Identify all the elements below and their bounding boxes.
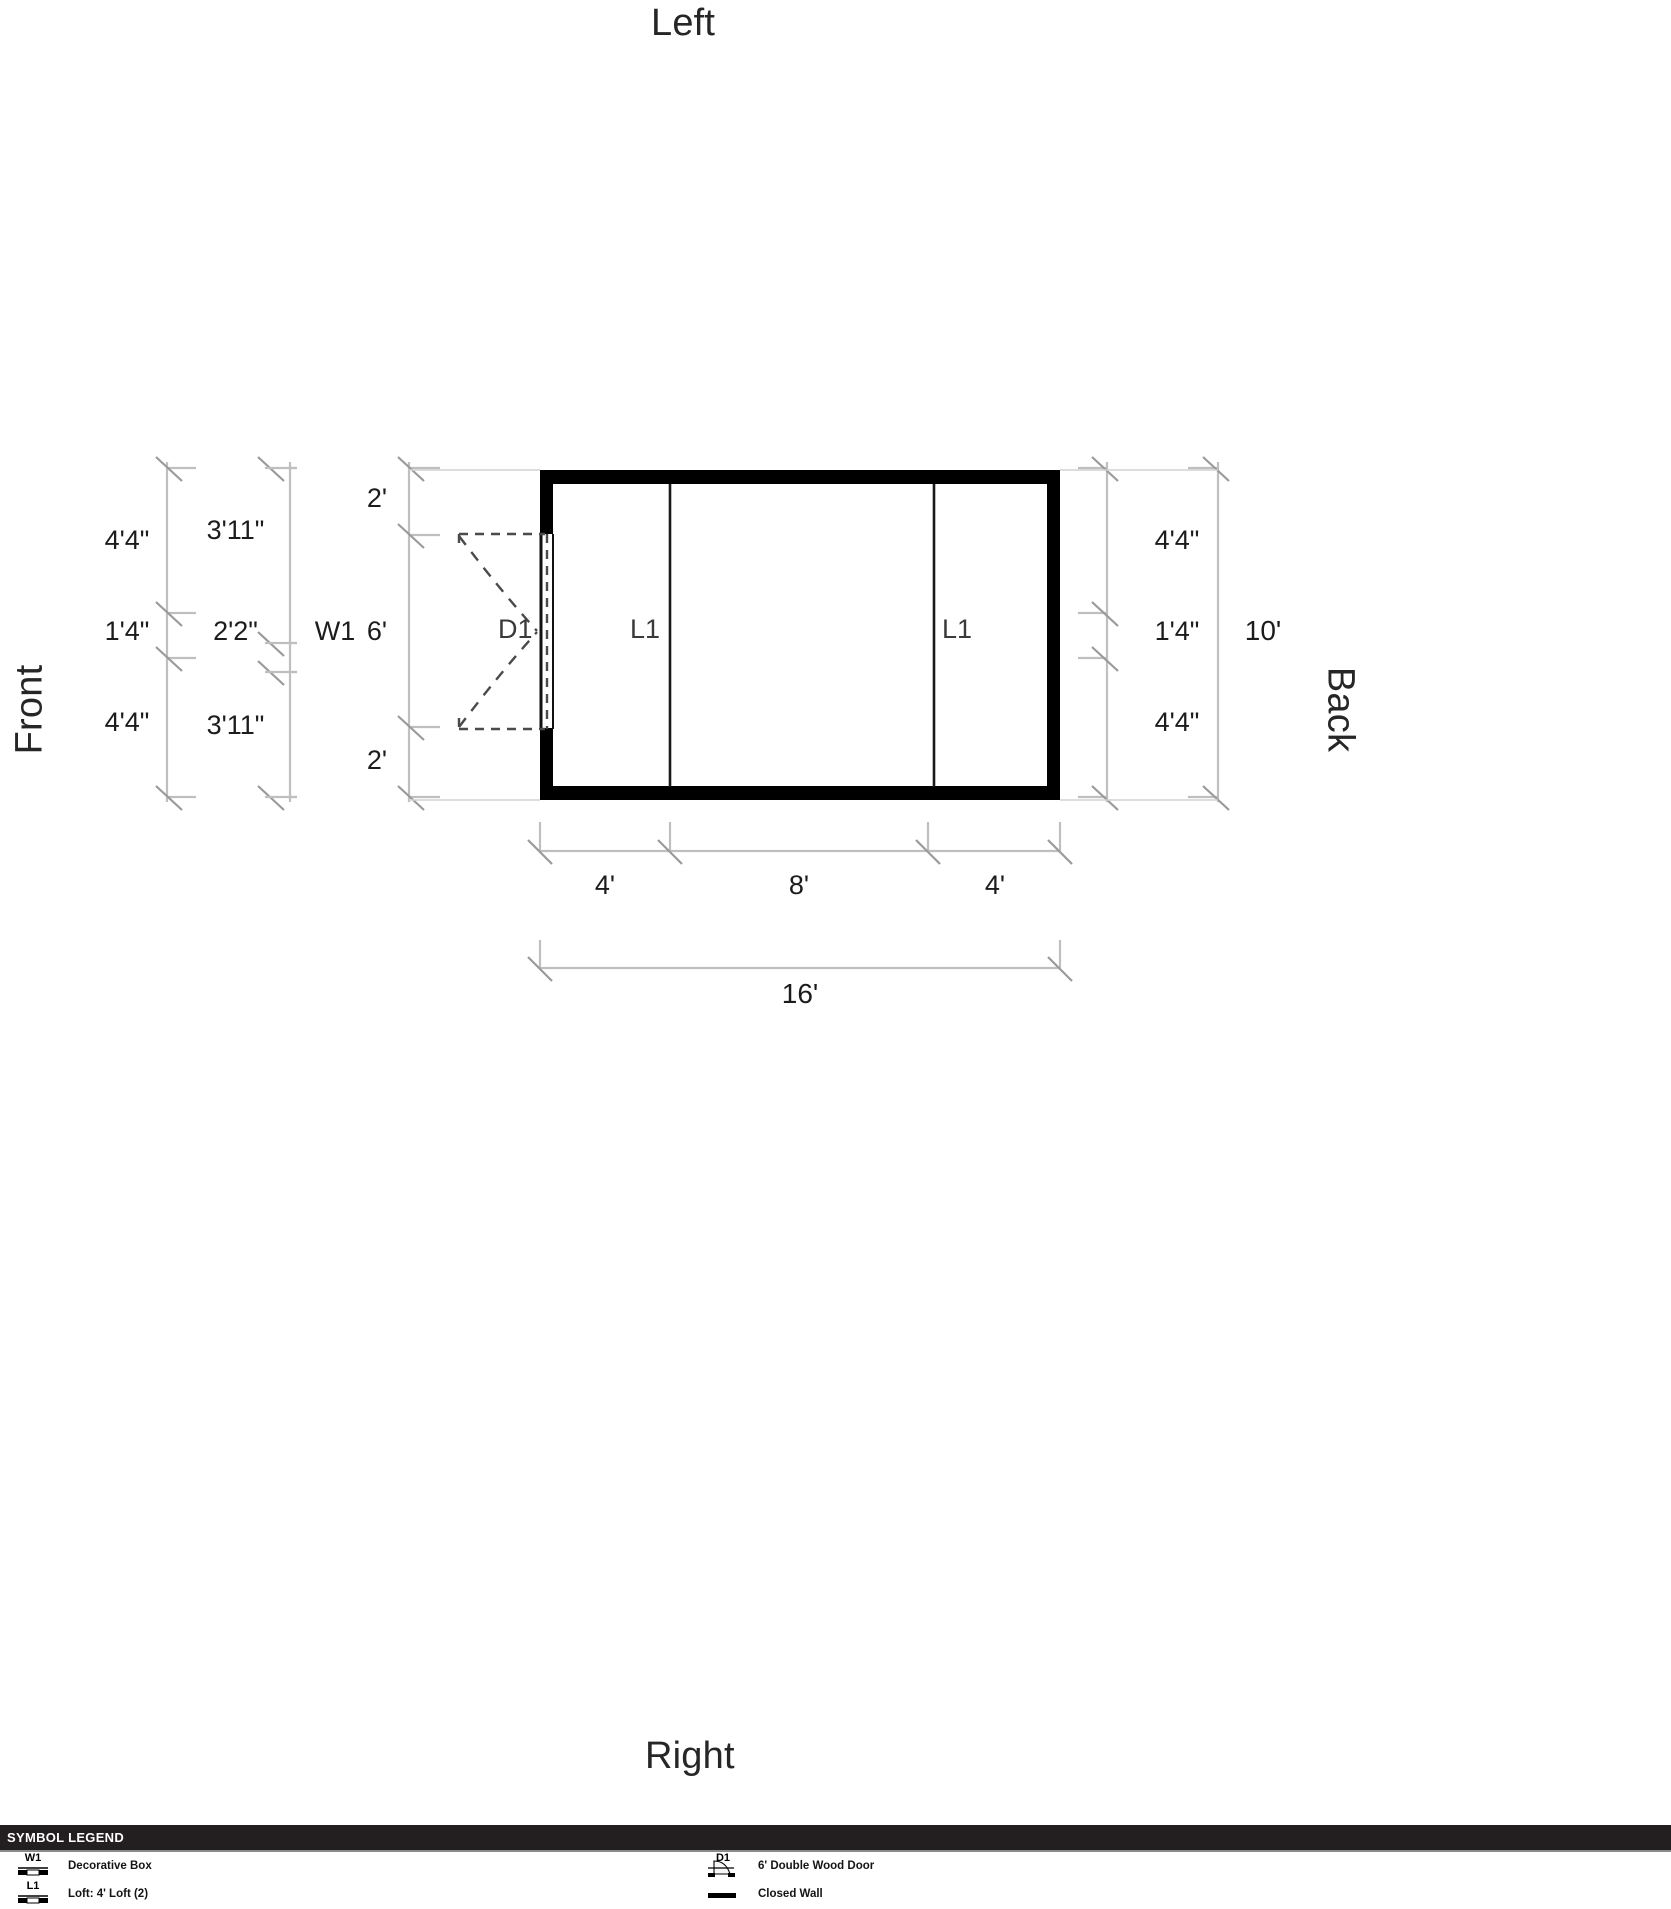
dimension-label-front-inner-3: 3'11" [206,710,265,740]
legend-code-l1: L1 [26,1880,40,1892]
dimension-chain-front-inner [257,456,297,811]
dimension-label-front-outer-2: 1'4" [104,616,150,646]
double-wood-door-icon: D1 [700,1852,746,1879]
plan-tag-door-d1: D1 [498,614,533,644]
dimension-label-overall-depth: 10' [1244,615,1282,646]
legend-code-d1: D1 [715,1852,731,1864]
dimension-overall-width [527,940,1073,982]
symbol-tag-w1: W1 [314,616,356,646]
legend-body: W1 Decorative Box L1 [0,1850,1671,1909]
orientation-label-right: Right [645,1735,735,1777]
extension-guides [409,469,1218,801]
orientation-label-left: Left [651,2,716,44]
legend-label-w1: Decorative Box [68,1860,152,1872]
dimension-overall-depth [1188,456,1230,811]
dimension-chain-front-outer [155,456,196,811]
dimension-chain-back [1078,456,1119,811]
legend-item-w1: W1 Decorative Box [10,1852,690,1880]
legend-column-right: D1 6' Double Wood Door [700,1852,1400,1908]
dimension-chain-door [397,456,440,811]
door-swing-arc [458,535,538,728]
dimension-label-front-outer-1: 4'4" [104,525,150,555]
door-swing-leaders [457,532,545,731]
dimension-label-front-inner-2: 2'2" [213,616,258,646]
legend-title-bar: SYMBOL LEGEND [0,1825,1671,1850]
dimension-label-door-2: 6' [366,616,388,646]
door-d1[interactable] [457,532,554,731]
dimension-label-bottom-3: 4' [984,870,1006,900]
dimension-label-front-inner-1: 3'11" [206,515,265,545]
legend-item-closed-wall: Closed Wall [700,1880,1400,1908]
dimension-chain-bottom [527,822,1073,865]
legend-column-left: W1 Decorative Box L1 [10,1852,690,1908]
plan-tag-loft-left: L1 [630,614,661,644]
dimension-label-door-3: 2' [366,745,388,775]
dimension-label-back-3: 4'4" [1154,707,1200,737]
loft-divider-lines [668,484,936,787]
legend-label-l1: Loft: 4' Loft (2) [68,1888,149,1900]
dimension-label-back-1: 4'4" [1154,525,1200,555]
dimension-label-back-2: 1'4" [1154,616,1200,646]
legend-code-w1: W1 [24,1852,42,1864]
symbol-legend: SYMBOL LEGEND W1 Decorative Box [0,1825,1671,1909]
legend-label-closed-wall: Closed Wall [758,1888,823,1900]
legend-label-d1: 6' Double Wood Door [758,1860,875,1872]
floor-area [550,482,1051,788]
dimension-label-bottom-2: 8' [788,870,810,900]
closed-wall-icon [700,1881,746,1907]
exterior-walls [540,470,1060,800]
decorative-box-icon: W1 [10,1852,56,1879]
legend-item-d1: D1 6' Double Wood Door [700,1852,1400,1880]
dimension-label-bottom-1: 4' [594,870,616,900]
loft-icon: L1 [10,1880,56,1907]
plan-tag-loft-right: L1 [942,614,973,644]
dimension-label-overall-width: 16' [781,978,819,1009]
dimension-label-door-1: 2' [366,483,388,513]
legend-item-l1: L1 Loft: 4' Loft (2) [10,1880,690,1908]
legend-title: SYMBOL LEGEND [7,1830,125,1845]
dimension-label-front-outer-3: 4'4" [104,707,150,737]
